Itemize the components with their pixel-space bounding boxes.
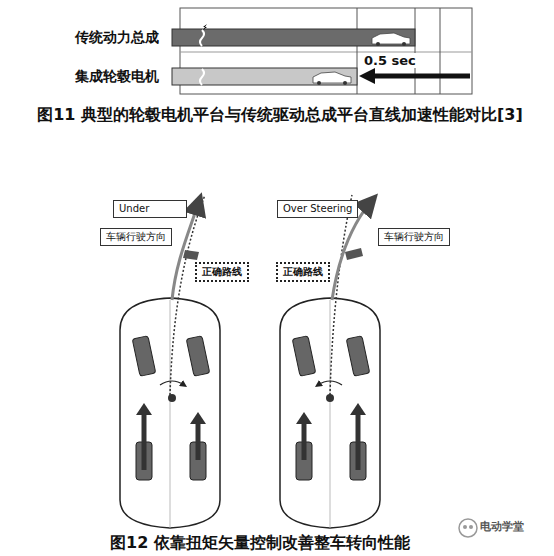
row-label: 集成轮毂电机	[75, 68, 159, 86]
box-text: Over Steering	[283, 203, 352, 214]
route-label-box: 正确路线	[195, 262, 249, 282]
row-label: 传统动力总成	[75, 29, 159, 47]
figure-caption: 图11 典型的轮毂电机平台与传统驱动总成平台直线加速性能对比[3]	[20, 102, 540, 128]
label-box: 车辆行驶方向	[100, 228, 172, 246]
box-text: 车辆行驶方向	[106, 231, 166, 242]
route-label-box: 正确路线	[276, 262, 330, 282]
label-box: Over Steering	[277, 200, 358, 218]
figure-caption: 图12 依靠扭矩矢量控制改善整车转向性能	[20, 533, 500, 554]
box-text: 正确路线	[283, 266, 323, 277]
box-text: 车辆行驶方向	[384, 231, 444, 242]
label-box: Under	[113, 200, 187, 218]
box-text: 正确路线	[202, 266, 242, 277]
time-gap: 0.5 sec	[362, 53, 418, 68]
box-text: Under	[119, 203, 149, 214]
label-box: 车辆行驶方向	[378, 228, 450, 246]
watermark: 电动学堂	[480, 519, 524, 534]
